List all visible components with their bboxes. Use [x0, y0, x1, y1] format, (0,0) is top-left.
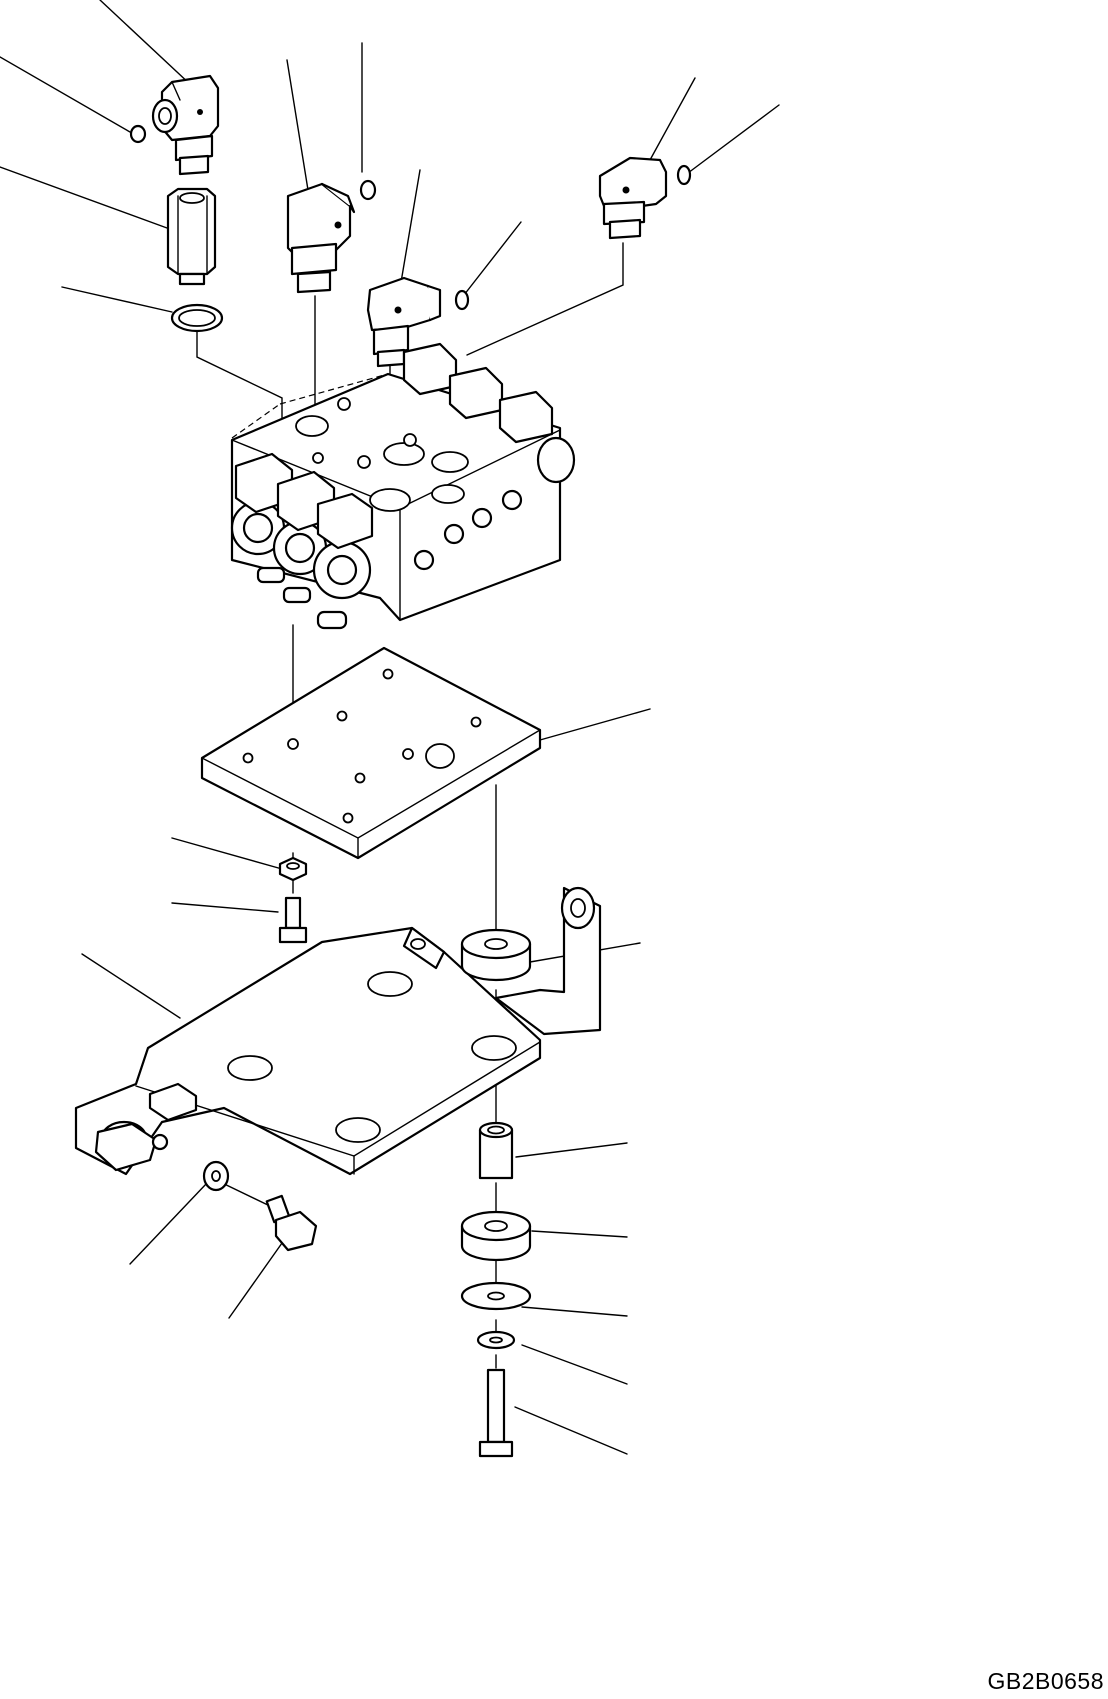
rubber-mount-lower — [460, 1210, 532, 1262]
leader-lines — [0, 0, 780, 1455]
hex-adapter — [166, 187, 217, 286]
elbow-fitting-center-left — [286, 182, 356, 294]
elbow-fitting-top-left — [151, 74, 220, 176]
large-o-ring — [170, 303, 224, 333]
sleeve — [478, 1121, 514, 1180]
elbow-fitting-top-right — [598, 156, 668, 240]
o-ring-center-left — [359, 179, 377, 201]
spool-housings — [230, 500, 372, 600]
bracket — [494, 886, 602, 1036]
side-ports — [413, 436, 576, 571]
control-valve-block — [230, 342, 576, 630]
small-nut — [278, 856, 308, 882]
hex-bolt-left — [265, 1194, 318, 1252]
figure-code: GB2B0658 — [987, 1668, 1104, 1694]
mounting-plate — [200, 646, 542, 860]
long-bolt — [478, 1368, 514, 1458]
rubber-mount-upper — [460, 928, 532, 982]
o-ring-top-left — [129, 124, 147, 144]
flat-washer — [460, 1281, 532, 1311]
o-ring-center — [454, 289, 470, 311]
base-frame — [74, 926, 542, 1176]
spring-washer — [476, 1330, 516, 1350]
elbow-fitting-center — [366, 276, 442, 368]
small-bolt — [278, 896, 308, 944]
washer-left — [202, 1160, 230, 1192]
solenoid-connectors — [234, 342, 554, 550]
o-ring-top-right — [676, 164, 692, 186]
